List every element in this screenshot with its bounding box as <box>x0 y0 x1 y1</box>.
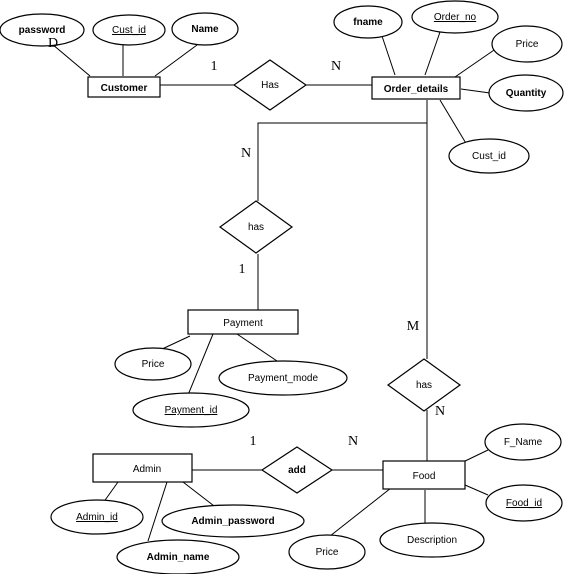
attribute-payment-id: Payment_id <box>132 392 250 428</box>
cardinality-food-add: N <box>348 434 358 449</box>
attribute-order-no: Order_no <box>411 0 499 34</box>
attribute-customer-id: Cust_id <box>92 14 166 46</box>
relationship-admin-food-label: add <box>288 465 306 476</box>
attribute-admin-password: Admin_password <box>161 504 305 538</box>
entity-customer-label: Customer <box>101 83 148 94</box>
attribute-admin-id: Admin_id <box>50 499 144 535</box>
attribute-customer-password-mark: D <box>48 36 58 51</box>
cardinality-order-payment-has: N <box>241 146 251 161</box>
entity-order-details-label: Order_details <box>384 84 449 95</box>
entity-payment-label: Payment <box>223 318 263 329</box>
entity-admin-label: Admin <box>133 464 161 475</box>
attribute-food-name-label: F_Name <box>504 437 543 448</box>
attribute-payment-mode: Payment_mode <box>218 360 348 396</box>
cardinality-payment-has: 1 <box>239 262 246 277</box>
cardinality-customer-has: 1 <box>211 59 218 74</box>
attribute-customer-id-label: Cust_id <box>112 25 146 36</box>
entity-admin: Admin <box>92 453 193 483</box>
entity-food-label: Food <box>413 471 436 482</box>
relationship-admin-food: add <box>260 446 334 494</box>
entity-order-details: Order_details <box>371 76 461 100</box>
attribute-customer-name: Name <box>171 12 239 46</box>
relationship-customer-order-label: Has <box>261 80 279 91</box>
attribute-customer-name-label: Name <box>191 24 219 35</box>
entity-customer: Customer <box>87 76 161 98</box>
cardinality-food-has: N <box>435 404 445 419</box>
entity-food: Food <box>382 460 466 490</box>
attribute-order-price: Price <box>491 25 563 63</box>
connectors <box>51 31 498 542</box>
attribute-admin-name-label: Admin_name <box>147 552 210 563</box>
entity-payment: Payment <box>187 309 299 335</box>
attribute-food-description: Description <box>379 522 485 558</box>
attribute-order-price-label: Price <box>516 39 539 50</box>
attribute-payment-price-label: Price <box>142 359 165 370</box>
relationship-order-payment-label: has <box>248 222 264 233</box>
attribute-food-price-label: Price <box>316 547 339 558</box>
cardinality-order-food-has: M <box>407 319 420 334</box>
attribute-admin-id-label: Admin_id <box>76 512 118 523</box>
attribute-order-cust-id-label: Cust_id <box>472 151 506 162</box>
attribute-order-fname-label: fname <box>353 17 383 28</box>
attribute-food-description-label: Description <box>407 535 457 546</box>
attribute-payment-mode-label: Payment_mode <box>248 373 318 384</box>
relationship-order-food-label: has <box>416 380 432 391</box>
cardinality-admin-add: 1 <box>250 434 257 449</box>
attribute-admin-password-label: Admin_password <box>191 516 274 527</box>
attribute-customer-password-label: password <box>19 25 66 36</box>
attribute-admin-name: Admin_name <box>116 539 240 574</box>
attribute-order-fname: fname <box>333 5 403 39</box>
attribute-order-quantity-label: Quantity <box>506 88 547 99</box>
attribute-customer-password: password D <box>0 13 85 51</box>
attribute-food-id-label: Food_id <box>506 498 542 509</box>
attribute-food-name: F_Name <box>484 423 562 461</box>
relationship-customer-order: Has <box>232 59 308 111</box>
attribute-order-cust-id: Cust_id <box>448 138 530 174</box>
attribute-order-quantity: Quantity <box>488 74 564 112</box>
attribute-payment-price: Price <box>114 347 192 381</box>
attribute-order-no-label: Order_no <box>434 12 477 23</box>
attribute-payment-id-label: Payment_id <box>165 405 218 416</box>
attribute-food-price: Price <box>288 534 366 570</box>
attribute-food-id: Food_id <box>485 484 563 522</box>
relationship-order-payment: has <box>218 200 294 254</box>
relationship-order-food: has <box>386 358 462 412</box>
cardinality-order-has: N <box>331 59 341 74</box>
